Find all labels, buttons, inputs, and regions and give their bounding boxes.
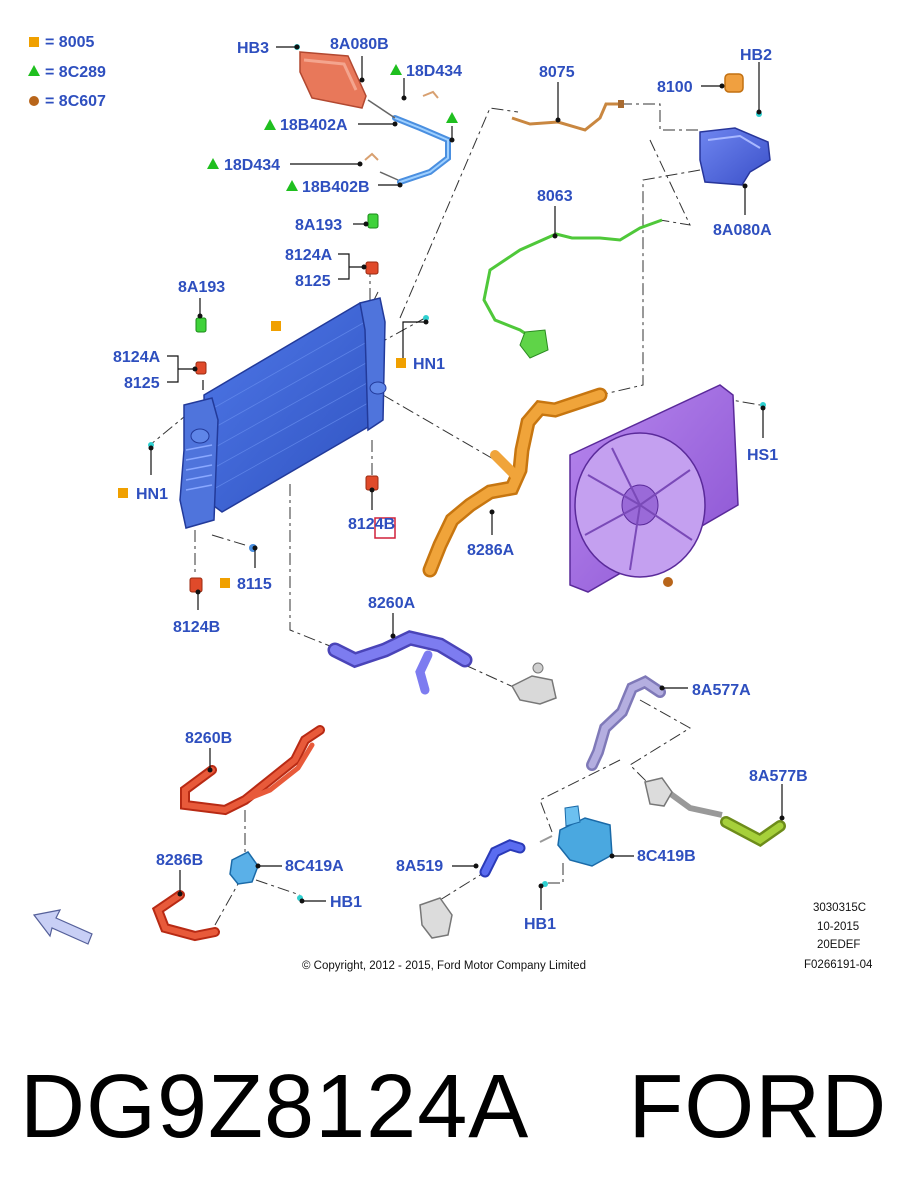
triangle-marker-icon [390, 64, 402, 75]
legend-circle-icon [29, 96, 39, 106]
illustration-info: 3030315C 10-2015 20EDEF F0266191-04 © Co… [302, 902, 873, 972]
label-8125-top: 8125 [295, 273, 331, 290]
hn1-square-icon [118, 488, 128, 498]
overflow-hose-8075 [511, 100, 624, 132]
legend-item-8c607: = 8C607 [45, 93, 106, 110]
label-8124a-top: 8124A [285, 247, 333, 264]
label-8a080a: 8A080A [713, 222, 772, 239]
triangle-marker-icon [446, 112, 458, 123]
label-hb1-left: HB1 [330, 894, 362, 911]
hose-8a519 [479, 835, 553, 878]
coolant-outlet-2 [644, 777, 673, 807]
hose-8a577a [586, 675, 666, 771]
label-8125-left: 8125 [124, 375, 160, 392]
8115-square-icon [220, 578, 230, 588]
hn1-square-icon [396, 358, 406, 368]
illustration-code-3: 20EDEF [817, 939, 860, 951]
label-hs1: HS1 [747, 447, 778, 464]
legend: = 8005 = 8C289 = 8C607 [28, 34, 106, 110]
label-18b402b: 18B402B [302, 179, 370, 196]
part-number-caption: DG9Z8124A FORD [20, 1057, 888, 1157]
label-8286a: 8286A [467, 542, 515, 559]
label-8c419b: 8C419B [637, 848, 696, 865]
label-18d434-top: 18D434 [406, 63, 462, 80]
label-8075: 8075 [539, 64, 575, 81]
label-18d434-mid: 18D434 [224, 157, 280, 174]
label-8124b-mid: 8124B [348, 516, 395, 533]
label-hn1-right: HN1 [413, 356, 445, 373]
pump-8c419b [557, 805, 613, 867]
label-8a519: 8A519 [396, 858, 443, 875]
label-8a577a: 8A577A [692, 682, 751, 699]
vehicle-front-arrow-icon [32, 909, 93, 945]
radiator-marker-square-icon [271, 321, 281, 331]
label-8115: 8115 [237, 576, 272, 593]
copyright-notice: © Copyright, 2012 - 2015, Ford Motor Com… [302, 960, 586, 972]
illustration-code-1: 3030315C [813, 902, 866, 914]
label-8c419a: 8C419A [285, 858, 344, 875]
fan-marker-circle-icon [663, 577, 673, 587]
label-8a193-left: 8A193 [178, 279, 225, 296]
label-8260a: 8260A [368, 595, 416, 612]
hose-8260a [327, 630, 473, 695]
label-18b402a: 18B402A [280, 117, 348, 134]
degas-bottle-8a080b [299, 51, 367, 109]
label-8063: 8063 [537, 188, 573, 205]
label-8a080b: 8A080B [330, 36, 389, 53]
legend-item-8c289: = 8C289 [45, 64, 106, 81]
hose-8286b [151, 890, 220, 942]
legend-item-8005: = 8005 [45, 34, 94, 51]
illustration-code-4: F0266191-04 [804, 959, 873, 971]
fan-shroud [569, 384, 739, 593]
triangle-marker-icon [264, 119, 276, 130]
hose-8286a [422, 387, 608, 578]
label-8124b-bottom: 8124B [173, 619, 220, 636]
label-8a577b: 8A577B [749, 768, 808, 785]
hose-8260b [180, 725, 325, 816]
label-hb2: HB2 [740, 47, 772, 64]
leader-lines [148, 44, 785, 910]
hose-18b402 [364, 90, 451, 185]
label-hb3: HB3 [237, 40, 269, 57]
label-hb1-right: HB1 [524, 916, 556, 933]
triangle-marker-icon [207, 158, 219, 169]
legend-triangle-icon [28, 65, 40, 76]
label-8a193-top: 8A193 [295, 217, 342, 234]
highlighted-part-8124b [374, 517, 396, 539]
pump-8c419a [229, 851, 259, 885]
expansion-tank-8a080a [699, 111, 771, 186]
degas-hose-8063 [482, 218, 663, 359]
cap-8100 [724, 73, 744, 93]
label-8286b: 8286B [156, 852, 203, 869]
label-8124a-left: 8124A [113, 349, 161, 366]
connection-lines [149, 103, 761, 926]
label-8260b: 8260B [185, 730, 232, 747]
illustration-code-2: 10-2015 [817, 921, 859, 933]
thermostat-housing [510, 662, 557, 705]
coolant-outlet [419, 897, 453, 939]
label-hn1-left: HN1 [136, 486, 168, 503]
hose-8a577b [651, 787, 786, 848]
exploded-parts-diagram: = 8005 = 8C289 = 8C607 [28, 34, 873, 972]
triangle-marker-icon [286, 180, 298, 191]
callout-labels: HB3 8A080B 18D434 18B402A 18D434 18B402B… [113, 36, 808, 933]
label-8100: 8100 [657, 79, 693, 96]
legend-square-icon [29, 37, 39, 47]
radiator [179, 297, 387, 529]
